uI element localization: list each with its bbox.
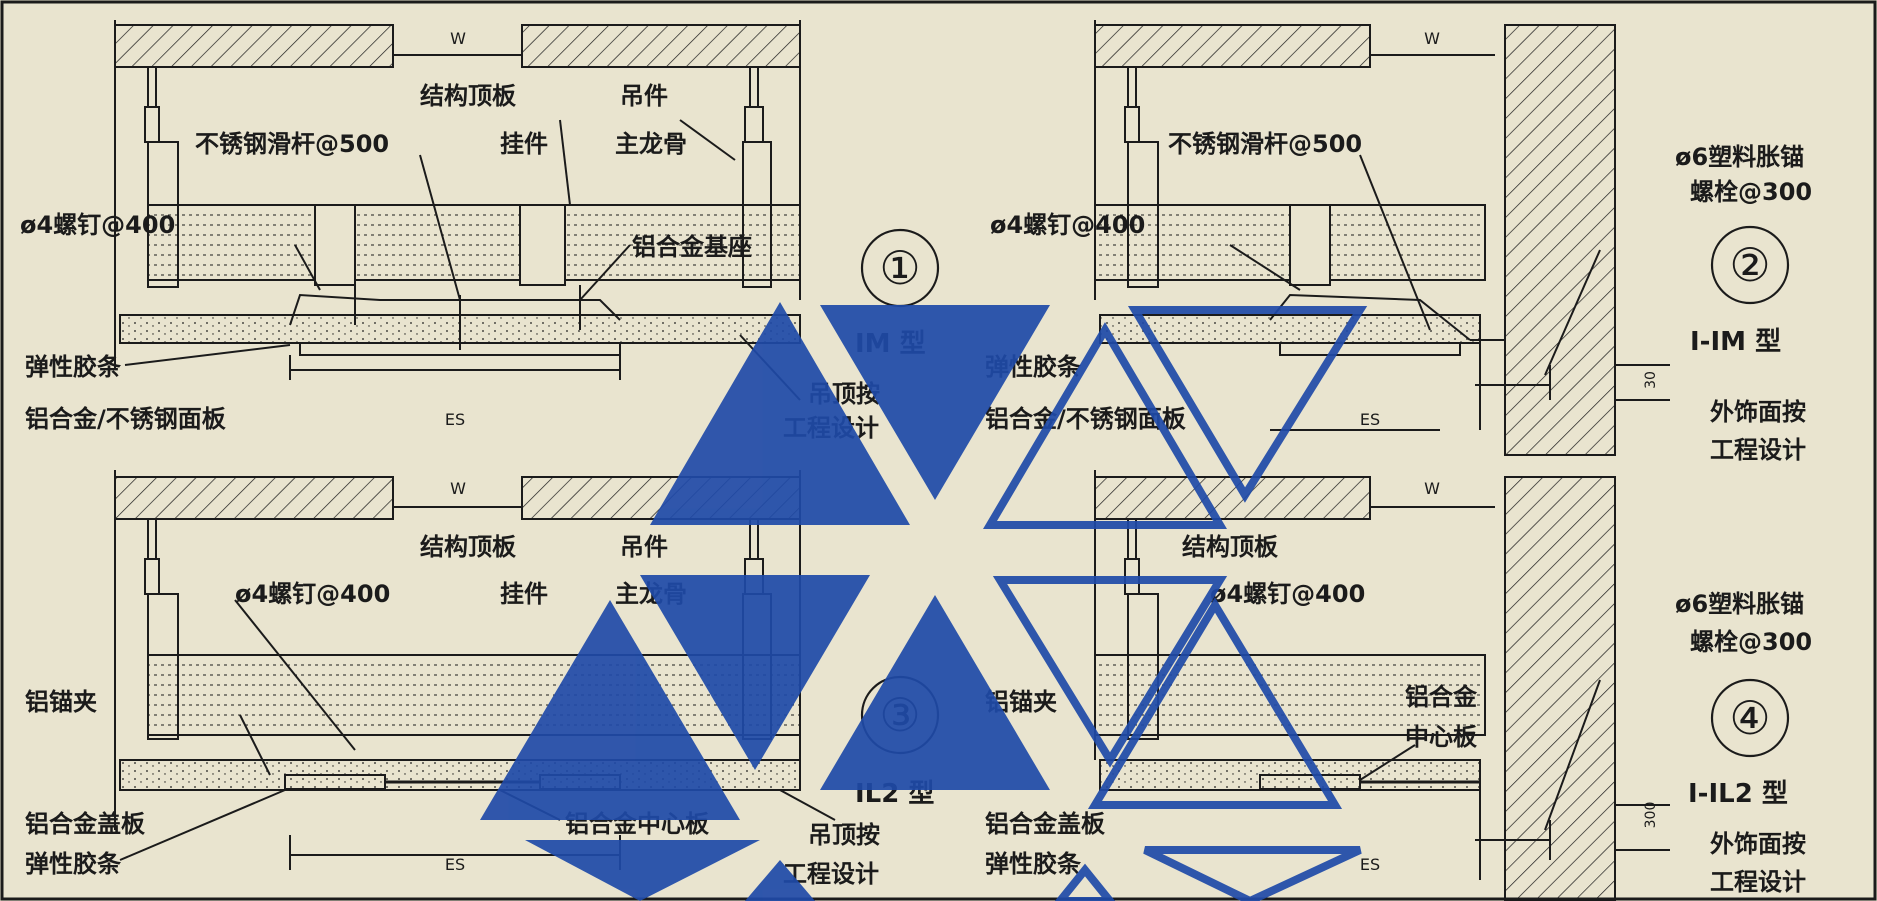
label-al-anchor-clip-3: 铝锚夹	[25, 688, 97, 716]
label-al-center-4b: 中心板	[1405, 723, 1478, 751]
detail-4	[1094, 470, 1670, 901]
label-screw-3: ø4螺钉@400	[235, 580, 390, 608]
label-al-base-1: 铝合金基座	[632, 233, 752, 261]
label-elastic-strip-3: 弹性胶条	[25, 850, 122, 878]
label-ceiling-design-3: 吊顶按	[808, 821, 880, 849]
dim-es-3: ES	[445, 855, 465, 874]
label-structural-slab-1: 结构顶板	[420, 82, 517, 110]
label-elastic-strip-1: 弹性胶条	[25, 353, 122, 381]
detail-1	[114, 20, 801, 401]
slab-4	[1094, 476, 1371, 520]
label-eng-design-4: 工程设计	[1710, 868, 1806, 896]
label-stainless-rod-1: 不锈钢滑杆@500	[195, 130, 389, 158]
type-label-4: I-IL2 型	[1688, 779, 1788, 809]
label-facing-design-4: 外饰面按	[1710, 830, 1806, 858]
type-label-2: I-IM 型	[1690, 327, 1781, 357]
detail-number-4: ④	[1729, 691, 1770, 745]
label-screw-2: ø4螺钉@400	[990, 211, 1145, 239]
label-bolt-2: 螺栓@300	[1690, 178, 1812, 206]
detail-circle-2	[1710, 225, 1790, 305]
detail-number-2: ②	[1729, 238, 1770, 292]
detail-2	[1094, 20, 1670, 456]
label-stainless-rod-2: 不锈钢滑杆@500	[1168, 130, 1362, 158]
label-screw-1: ø4螺钉@400	[20, 211, 175, 239]
label-facing-design-2: 外饰面按	[1710, 398, 1806, 426]
slab-left-3	[114, 476, 394, 520]
dim-es-4: ES	[1360, 855, 1380, 874]
label-structural-slab-3: 结构顶板	[420, 533, 517, 561]
dim-w-1: W	[450, 29, 466, 48]
slab-2	[1094, 24, 1371, 68]
label-hanger-3: 吊件	[620, 533, 668, 561]
wall-2	[1504, 24, 1616, 456]
dim-300: 300	[1643, 802, 1659, 829]
dim-w-3: W	[450, 479, 466, 498]
label-bolt-4: 螺栓@300	[1690, 628, 1812, 656]
label-al-center-4a: 铝合金	[1405, 683, 1478, 711]
detail-circle-4	[1710, 678, 1790, 758]
label-plastic-anchor-2: ø6塑料胀锚	[1675, 143, 1804, 171]
main-keel-3	[147, 654, 801, 736]
label-hanger-1: 吊件	[620, 82, 668, 110]
label-al-panel-1: 铝合金/不锈钢面板	[25, 405, 227, 433]
label-hanging-part-1: 挂件	[500, 130, 548, 158]
main-keel-1	[147, 204, 801, 281]
label-hanging-part-3: 挂件	[500, 580, 548, 608]
label-elastic-strip-4: 弹性胶条	[985, 850, 1082, 878]
dim-w-4: W	[1424, 479, 1440, 498]
dim-es-2: ES	[1360, 410, 1380, 429]
label-eng-design-2: 工程设计	[1710, 436, 1806, 464]
label-screw-4: ø4螺钉@400	[1210, 580, 1365, 608]
label-al-cover-4: 铝合金盖板	[985, 810, 1106, 838]
slab-left-1	[114, 24, 394, 68]
watermark-triangles	[480, 302, 1368, 901]
detail-number-1: ①	[879, 241, 920, 295]
dim-es-1: ES	[445, 410, 465, 429]
label-plastic-anchor-4: ø6塑料胀锚	[1675, 590, 1804, 618]
label-main-keel-1: 主龙骨	[615, 130, 687, 158]
dim-30: 30	[1643, 371, 1659, 389]
slab-right-1	[521, 24, 801, 68]
label-al-cover-3: 铝合金盖板	[25, 810, 146, 838]
wall-4	[1504, 476, 1616, 901]
dim-w-2: W	[1424, 29, 1440, 48]
label-structural-slab-4: 结构顶板	[1182, 533, 1279, 561]
